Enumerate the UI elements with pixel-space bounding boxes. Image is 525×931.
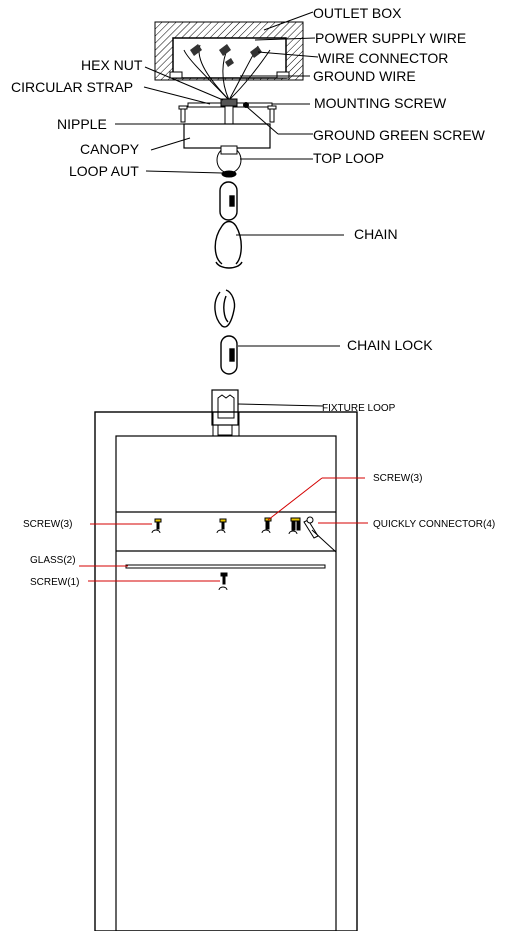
wire-connector-icons <box>190 44 262 67</box>
ground-green-screw <box>243 102 249 108</box>
loop-aut <box>221 170 237 178</box>
label-outlet-box: OUTLET BOX <box>313 5 402 21</box>
fixture-inner-panel <box>115 435 337 931</box>
screw-glass <box>218 572 228 591</box>
label-ground-green-screw: GROUND GREEN SCREW <box>313 127 486 143</box>
leader-power-supply <box>254 37 316 41</box>
label-canopy: CANOPY <box>80 141 140 157</box>
label-screw3-top: SCREW(3) <box>373 473 422 484</box>
leader-ground-green-screw <box>246 106 279 135</box>
label-nipple: NIPPLE <box>57 116 107 132</box>
mounting-screw-left <box>180 107 186 123</box>
labels: OUTLET BOX POWER SUPPLY WIRE WIRE CONNEC… <box>11 5 495 588</box>
fixture-neck <box>212 411 240 437</box>
power-supply-wires <box>183 44 271 101</box>
leader-hex-nut <box>144 66 224 101</box>
leader-canopy <box>150 137 191 151</box>
leader-outlet-box <box>263 11 314 31</box>
label-wire-connector: WIRE CONNECTOR <box>318 50 448 66</box>
label-chain: CHAIN <box>354 226 398 242</box>
mounting-hardware <box>178 98 277 178</box>
mounting-screw-right <box>269 107 275 123</box>
label-screw3-left: SCREW(3) <box>23 519 72 530</box>
glass-rod <box>125 564 326 569</box>
screw-d <box>288 517 301 535</box>
label-power-supply-wire: POWER SUPPLY WIRE <box>315 30 466 46</box>
outlet-box-assembly <box>154 21 304 101</box>
chain <box>214 181 243 375</box>
label-loop-aut: LOOP AUT <box>69 163 139 179</box>
screw-c <box>261 517 272 534</box>
canopy <box>183 123 271 149</box>
screw-a <box>151 518 162 534</box>
chain-link-1 <box>219 181 238 221</box>
label-chain-lock: CHAIN LOCK <box>347 337 433 353</box>
chain-lock-link <box>220 335 238 375</box>
label-quickly-connector: QUICKLY CONNECTOR(4) <box>373 519 495 530</box>
leader-screw3-top <box>267 477 323 521</box>
chain-link-2 <box>214 220 243 269</box>
hex-nut <box>220 98 238 107</box>
label-top-loop: TOP LOOP <box>313 150 384 166</box>
fixture <box>94 389 358 931</box>
quickly-connector-icon <box>303 516 337 553</box>
leader-lines-black <box>115 11 344 407</box>
label-hex-nut: HEX NUT <box>81 57 143 73</box>
chain-link-3 <box>214 289 236 328</box>
leader-wire-connector <box>257 51 319 58</box>
fixture-screws <box>151 516 337 591</box>
label-mounting-screw: MOUNTING SCREW <box>314 95 447 111</box>
label-glass: GLASS(2) <box>30 555 76 566</box>
label-screw1: SCREW(1) <box>30 577 79 588</box>
leader-loop-aut <box>145 170 223 174</box>
label-circular-strap: CIRCULAR STRAP <box>11 79 133 95</box>
screw-b <box>216 518 227 534</box>
leader-circular-strap <box>143 86 211 105</box>
label-fixture-loop: FIXTURE LOOP <box>322 403 396 414</box>
leader-lines-red <box>79 477 368 582</box>
fixture-outer-frame <box>94 411 358 931</box>
outlet-box <box>172 37 287 79</box>
leader-fixture-loop <box>237 403 324 407</box>
label-ground-wire: GROUND WIRE <box>313 68 416 84</box>
